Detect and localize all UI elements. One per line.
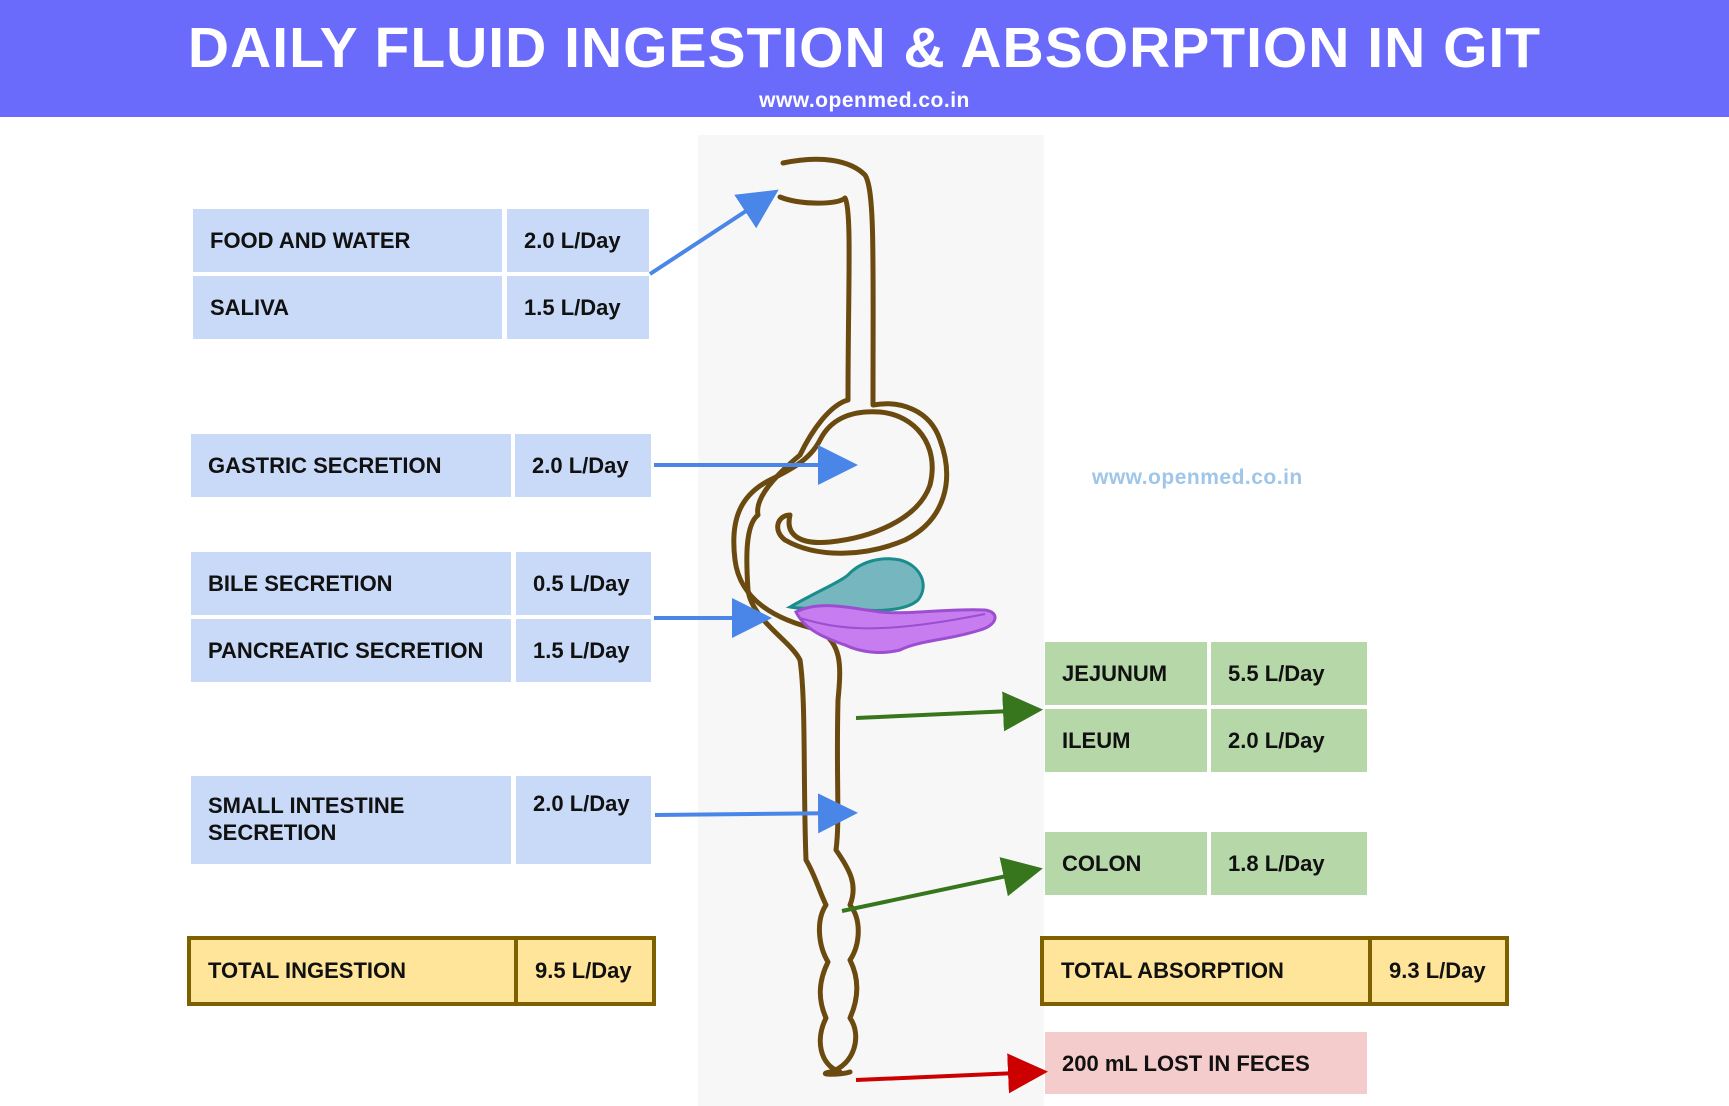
colon-arrow xyxy=(841,857,1043,913)
saliva-value: 1.5 L/Day xyxy=(507,276,649,339)
food-water-value: 2.0 L/Day xyxy=(507,209,649,272)
total-ingestion-value: 9.5 L/Day xyxy=(535,958,632,983)
total-ingestion-box: TOTAL INGESTION 9.5 L/Day xyxy=(187,936,656,1006)
pancreatic-duct xyxy=(799,613,986,630)
pancreatic-secretion-value: 1.5 L/Day xyxy=(516,619,651,682)
food-water-label: FOOD AND WATER xyxy=(193,209,502,272)
total-absorption-divider xyxy=(1368,940,1372,1002)
jejunum-label: JEJUNUM xyxy=(1045,642,1207,705)
pancreas-shape xyxy=(793,604,997,654)
small-intestine-arrow xyxy=(654,793,858,834)
total-absorption-label: TOTAL ABSORPTION xyxy=(1061,958,1284,983)
jejunum-value: 5.5 L/Day xyxy=(1211,642,1367,705)
total-ingestion-label: TOTAL INGESTION xyxy=(208,958,407,983)
ileum-value: 2.0 L/Day xyxy=(1211,709,1367,772)
pancreatic-secretion-label: PANCREATIC SECRETION xyxy=(191,619,511,682)
total-ingestion-divider xyxy=(514,940,518,1002)
page-title: DAILY FLUID INGESTION & ABSORPTION IN GI… xyxy=(187,16,1542,80)
watermark-text: www.openmed.co.in xyxy=(1092,466,1303,489)
jejunum-ileum-arrow xyxy=(855,691,1043,732)
ileum-label: ILEUM xyxy=(1045,709,1207,772)
bile-secretion-label: BILE SECRETION xyxy=(191,552,511,615)
feces-loss-label: 200 mL LOST IN FECES xyxy=(1045,1032,1367,1094)
feces-arrow xyxy=(855,1053,1048,1094)
food-saliva-arrow xyxy=(648,189,779,276)
colon-value: 1.8 L/Day xyxy=(1211,832,1367,895)
small-intestine-secretion-value: 2.0 L/Day xyxy=(516,776,651,864)
bile-secretion-value: 0.5 L/Day xyxy=(516,552,651,615)
colon-label: COLON xyxy=(1045,832,1207,895)
gastric-secretion-label: GASTRIC SECRETION xyxy=(191,434,511,497)
small-intestine-secretion-label: SMALL INTESTINE SECRETION xyxy=(191,776,511,864)
gallbladder-shape xyxy=(785,557,925,612)
saliva-label: SALIVA xyxy=(193,276,502,339)
small-intestine-label-line1: SMALL INTESTINE xyxy=(208,793,405,818)
total-absorption-value: 9.3 L/Day xyxy=(1389,958,1486,983)
small-intestine-label-line2: SECRETION xyxy=(208,820,337,845)
header-website: www.openmed.co.in xyxy=(759,89,970,112)
header-banner: DAILY FLUID INGESTION & ABSORPTION IN GI… xyxy=(0,0,1729,117)
total-absorption-box: TOTAL ABSORPTION 9.3 L/Day xyxy=(1040,936,1509,1006)
esophagus-outline xyxy=(731,156,949,1077)
gastric-secretion-value: 2.0 L/Day xyxy=(515,434,651,497)
